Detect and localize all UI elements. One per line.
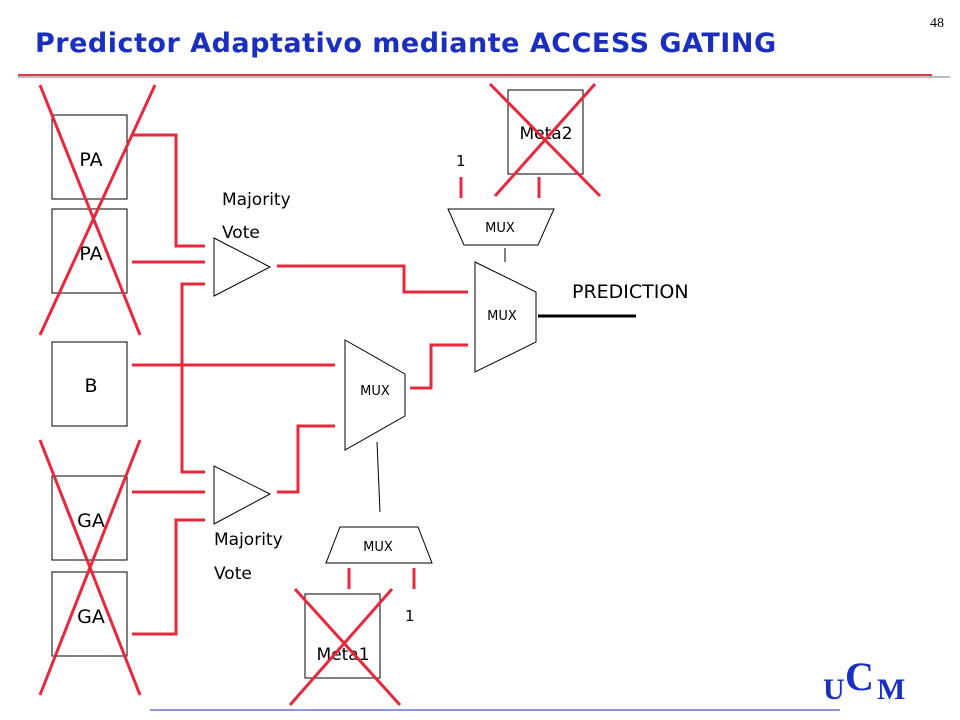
const-one-bottom: 1: [405, 607, 415, 625]
predictor-pa-2-label: PA: [79, 243, 102, 265]
predictor-pa-1-label: PA: [79, 149, 102, 171]
ucm-logo-c: C: [845, 654, 874, 699]
mux-middle: [344, 339, 406, 451]
mux-bottom-label: MUX: [363, 540, 393, 555]
cross-marks: [38, 82, 602, 707]
predictor-pa-1: [51, 114, 128, 200]
majority-vote-gate-top: [213, 237, 272, 297]
wire-mux-middle-out: [410, 343, 468, 390]
control-line-bottom: [376, 441, 381, 513]
predictor-b: [51, 341, 128, 427]
ucm-logo-u: U: [823, 673, 845, 706]
mux-final-label: MUX: [487, 309, 517, 324]
majority-vote-bottom-line2: Vote: [214, 564, 252, 584]
cross-pa-2: [38, 84, 157, 336]
mux-bottom: [325, 526, 433, 564]
cross-meta1-2: [288, 588, 394, 706]
predictor-ga-2: [51, 571, 128, 657]
predictor-ga-2-label: GA: [77, 606, 105, 628]
cross-pa-1: [38, 84, 142, 336]
const-one-top: 1: [456, 152, 466, 170]
meta1-box: [304, 593, 381, 679]
mux-middle-label: MUX: [360, 384, 390, 399]
meta2-box: [507, 89, 584, 175]
wire-vote-top-out: [277, 264, 468, 294]
majority-vote-top-line2: Vote: [222, 223, 260, 243]
predictor-ga-1: [51, 475, 128, 561]
prediction-label: PREDICTION: [572, 281, 689, 303]
cross-meta2-2: [493, 83, 597, 197]
mux-top: [447, 208, 555, 246]
ucm-logo-m: M: [877, 673, 905, 706]
ucm-logo: U C M: [823, 654, 905, 706]
wire-b-to-votes: [180, 282, 205, 474]
majority-vote-bottom-line1: Majority: [214, 530, 283, 550]
mux-final: [474, 261, 537, 373]
cross-meta1-1: [293, 587, 402, 707]
wire-vote-bottom-out: [277, 424, 335, 494]
wire-ga2: [132, 518, 205, 636]
page-number: 48: [930, 16, 944, 31]
wire-pa1: [132, 133, 205, 248]
wires: [132, 133, 541, 636]
predictor-ga-1-label: GA: [77, 510, 105, 532]
cross-ga-2: [38, 439, 142, 696]
majority-vote-gate-bottom: [213, 465, 272, 525]
majority-vote-top-line1: Majority: [222, 190, 291, 210]
predictor-b-label: B: [84, 375, 97, 397]
mux-top-label: MUX: [485, 221, 515, 236]
slide-title: Predictor Adaptativo mediante ACCESS GAT…: [35, 28, 777, 59]
